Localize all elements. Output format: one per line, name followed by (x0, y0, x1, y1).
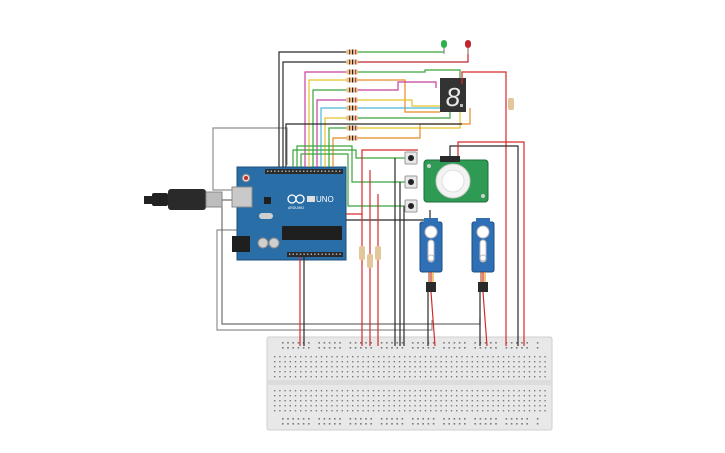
power-wires (449, 71, 525, 346)
board-brand-label: ARDUINO (288, 206, 304, 210)
pushbutton (404, 199, 418, 213)
breadboard (266, 336, 553, 431)
pushbutton-group (404, 151, 418, 213)
side-resistor (508, 98, 514, 110)
usb-cable (168, 189, 206, 210)
resistor (346, 87, 358, 93)
servo-motor (419, 218, 443, 347)
arduino-uno-board: UNO ARDUINO (144, 166, 347, 261)
vertical-resistors (359, 246, 381, 268)
pulldown-resistors (299, 158, 405, 346)
resistor (346, 125, 358, 131)
signal-wires (278, 48, 471, 221)
red-led (465, 40, 471, 54)
resistor (346, 105, 358, 111)
resistor (346, 59, 358, 65)
resistor (346, 69, 358, 75)
atmega-chip (282, 226, 342, 240)
servo-group (419, 218, 495, 347)
resistor (346, 77, 358, 83)
resistor (346, 49, 358, 55)
pir-motion-sensor (423, 156, 489, 203)
resistor (346, 115, 358, 121)
servo-motor (471, 218, 495, 347)
resistor (346, 97, 358, 103)
pushbutton (404, 151, 418, 165)
pushbutton (404, 175, 418, 189)
board-model-label: UNO (316, 195, 334, 204)
green-led (441, 40, 447, 54)
resistor (346, 135, 358, 141)
seven-segment-digit: 8 (446, 82, 461, 112)
resistor-array (346, 49, 358, 141)
